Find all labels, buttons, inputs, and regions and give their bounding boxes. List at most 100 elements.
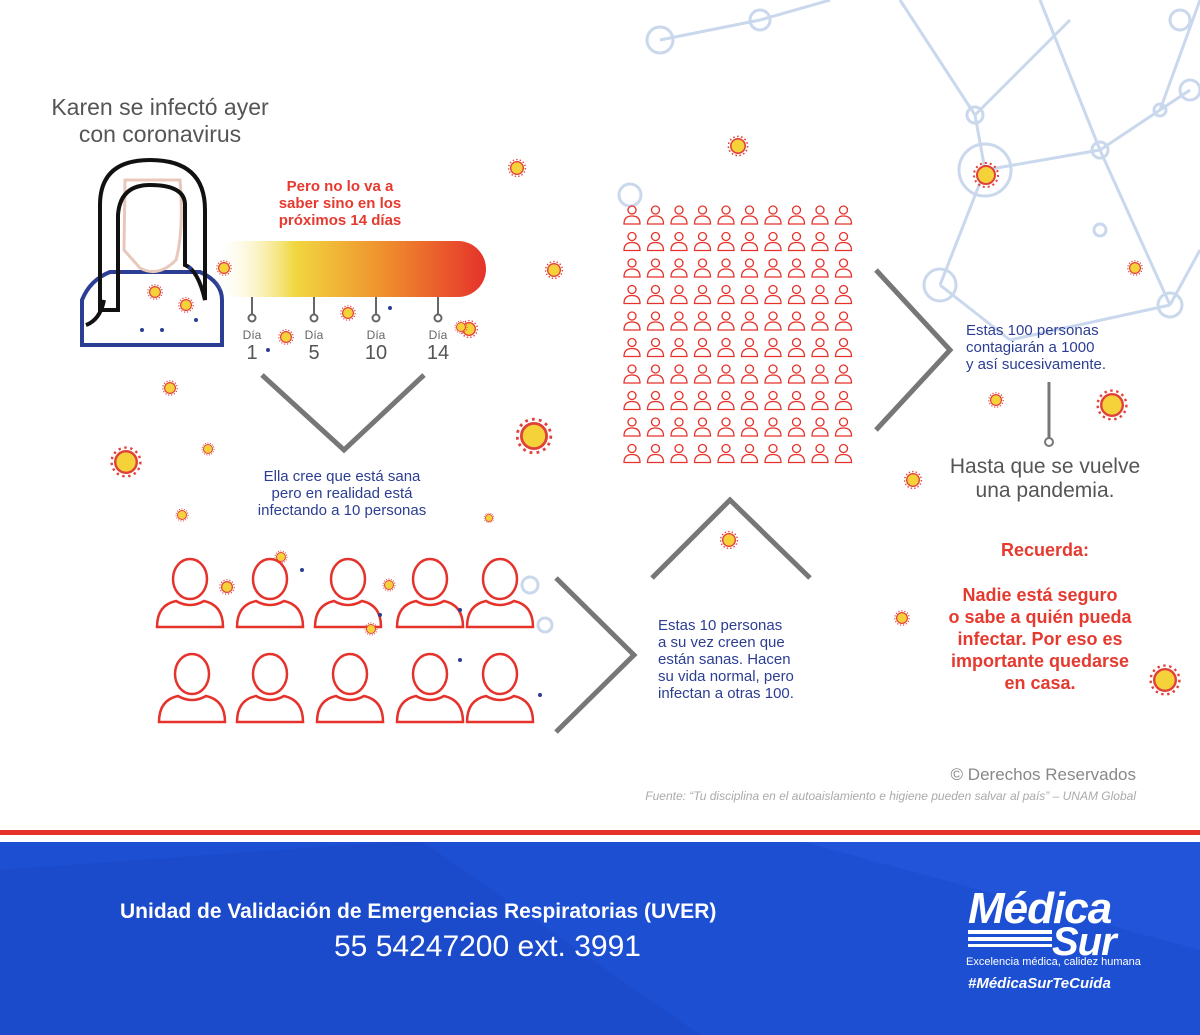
virus-icon <box>110 446 142 478</box>
incubation-line2: saber sino en los <box>278 195 402 212</box>
person-icon <box>670 443 688 464</box>
person-icon <box>787 231 806 252</box>
person-icon <box>764 443 782 464</box>
person-icon <box>834 337 853 358</box>
person-icon <box>811 205 829 225</box>
person-icon <box>693 337 712 358</box>
hashtag[interactable]: #MédicaSurTeCuida <box>968 975 1111 992</box>
ten-people-note: Ella cree que está sana pero en realidad… <box>232 468 452 519</box>
person-icon <box>787 311 806 331</box>
person-icon <box>740 443 759 464</box>
person-icon <box>764 231 782 252</box>
person-icon <box>764 205 782 225</box>
virus-icon <box>903 470 923 490</box>
person-icon <box>811 443 829 464</box>
person-icon <box>623 337 641 358</box>
person-icon <box>646 337 665 358</box>
person-icon <box>811 311 829 331</box>
person-icon <box>646 364 665 384</box>
person-icon <box>740 231 759 252</box>
person-icon <box>693 443 712 464</box>
person-icon <box>811 231 829 252</box>
person-icon <box>670 417 688 437</box>
hundred-people-note: Estas 10 personas a su vez creen que est… <box>658 617 838 702</box>
hundred-line3: están sanas. Hacen <box>658 651 791 668</box>
person-icon <box>646 443 665 464</box>
person-icon <box>834 443 853 464</box>
virus-icon <box>507 158 527 178</box>
virus-icon <box>483 512 495 524</box>
person-icon <box>740 364 759 384</box>
person-icon <box>623 364 641 384</box>
person-icon <box>811 390 829 411</box>
person-icon <box>315 652 385 724</box>
virus-icon <box>175 508 189 522</box>
karen-icon <box>80 157 224 347</box>
person-icon <box>670 390 688 411</box>
person-icon <box>834 417 853 437</box>
person-icon <box>670 231 688 252</box>
person-icon <box>811 258 829 278</box>
hundred-line4: su vida normal, pero <box>658 668 794 685</box>
person-icon <box>740 205 759 225</box>
person-icon <box>811 417 829 437</box>
virus-icon <box>382 578 396 592</box>
person-icon <box>465 652 535 724</box>
ten-people-group <box>155 557 535 724</box>
pandemic-note: Hasta que se vuelve una pandemia. <box>920 455 1170 503</box>
person-icon <box>787 443 806 464</box>
person-icon <box>764 337 782 358</box>
person-icon <box>623 311 641 331</box>
person-icon <box>670 258 688 278</box>
person-icon <box>717 337 735 358</box>
pandemic-line2: una pandemia. <box>975 479 1115 502</box>
logo-tagline: Excelencia médica, calidez humana <box>966 956 1141 968</box>
pandemic-line1: Hasta que se vuelve <box>949 455 1141 478</box>
source-citation: Fuente: “Tu disciplina en el autoaislami… <box>645 789 1136 803</box>
person-icon <box>670 311 688 331</box>
person-icon <box>787 337 806 358</box>
person-icon <box>787 417 806 437</box>
person-icon <box>623 390 641 411</box>
person-icon <box>717 417 735 437</box>
person-icon <box>670 364 688 384</box>
reminder-body: Nadie está seguro o sabe a quién pueda i… <box>920 584 1160 694</box>
virus-icon <box>727 135 749 157</box>
person-icon <box>623 417 641 437</box>
virus-icon <box>544 260 564 280</box>
day-number-10: 10 <box>364 342 388 364</box>
virus-icon <box>147 284 163 300</box>
person-icon <box>740 337 759 358</box>
day-number-5: 5 <box>308 342 320 364</box>
person-icon <box>646 284 665 305</box>
person-icon <box>623 231 641 252</box>
ten-line2: pero en realidad está <box>271 485 413 502</box>
hundred-people-grid <box>623 205 853 464</box>
person-icon <box>717 205 735 225</box>
virus-icon <box>278 329 294 345</box>
person-icon <box>764 284 782 305</box>
person-icon <box>646 390 665 411</box>
uver-phone[interactable]: 55 54247200 ext. 3991 <box>334 930 641 963</box>
medica-sur-logo-top: Médica <box>968 884 1112 933</box>
person-icon <box>764 311 782 331</box>
person-icon <box>235 652 305 724</box>
person-icon <box>764 258 782 278</box>
person-icon <box>157 652 227 724</box>
uver-title: Unidad de Validación de Emergencias Resp… <box>120 900 717 923</box>
person-icon <box>623 258 641 278</box>
person-icon <box>717 284 735 305</box>
day-label-10: Día <box>366 328 386 342</box>
person-icon <box>693 258 712 278</box>
person-icon <box>623 443 641 464</box>
karen-title-line1: Karen se infectó ayer <box>51 94 269 120</box>
incubation-line3: próximos 14 días <box>278 212 402 229</box>
virus-icon <box>894 610 910 626</box>
person-icon <box>787 364 806 384</box>
person-icon <box>395 557 465 629</box>
person-icon <box>717 364 735 384</box>
person-icon <box>811 284 829 305</box>
person-icon <box>646 205 665 225</box>
chevron-arrows <box>260 268 954 734</box>
ten-line1: Ella cree que está sana <box>263 468 421 485</box>
